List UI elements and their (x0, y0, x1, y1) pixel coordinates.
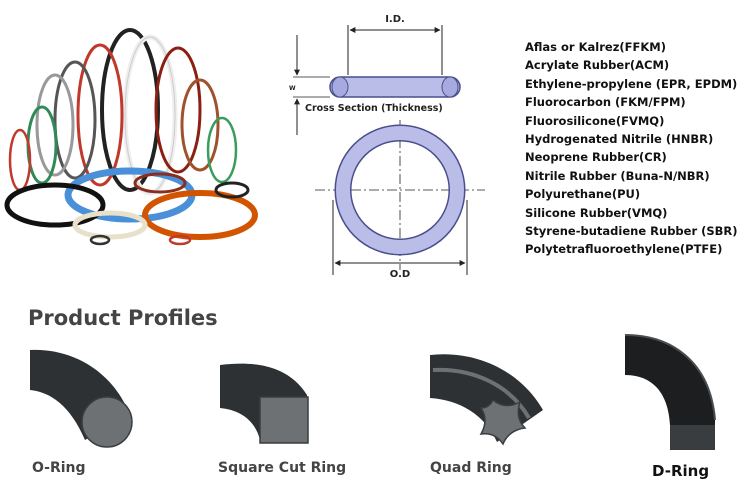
material-item: Neoprene Rubber(CR) (525, 150, 667, 165)
o-ring-dimension-diagram: I.D. W Cross Section (Thickness) O.D (289, 14, 485, 280)
w-label: W (289, 85, 296, 92)
cross-section-label: Cross Section (Thickness) (305, 103, 443, 114)
quad-ring-profile (430, 354, 543, 446)
material-item: Fluorocarbon (FKM/FPM) (525, 95, 686, 110)
material-item: Hydrogenated Nitrile (HNBR) (525, 132, 714, 147)
material-item: Nitrile Rubber (Buna-N/NBR) (525, 168, 710, 183)
profile-label-square-cut-ring: Square Cut Ring (218, 460, 347, 476)
square-cut-ring-profile (220, 363, 309, 444)
materials-list: Aflas or Kalrez(FFKM) Acrylate Rubber(AC… (525, 38, 738, 259)
o-ring-profile (30, 349, 133, 448)
material-item: Polytetrafluoroethylene(PTFE) (525, 242, 723, 257)
section-title: Product Profiles (28, 306, 218, 330)
material-item: Polyurethane(PU) (525, 187, 641, 202)
od-label: O.D (390, 269, 410, 280)
side-view-ring (329, 76, 461, 98)
material-item: Ethylene-propylene (EPR, EPDM) (525, 76, 738, 91)
material-item: Silicone Rubber(VMQ) (525, 205, 668, 220)
profile-label-quad-ring: Quad Ring (430, 460, 512, 476)
material-item: Styrene-butadiene Rubber (SBR) (525, 224, 738, 239)
material-item: Fluorosilicone(FVMQ) (525, 113, 665, 128)
material-item: Aflas or Kalrez(FFKM) (525, 40, 666, 54)
profile-label-o-ring: O-Ring (32, 460, 86, 476)
id-label: I.D. (385, 14, 405, 25)
d-ring-profile (624, 334, 716, 450)
material-item: Acrylate Rubber(ACM) (525, 58, 670, 73)
profile-label-d-ring: D-Ring (652, 462, 710, 480)
o-rings-photo (4, 28, 258, 246)
